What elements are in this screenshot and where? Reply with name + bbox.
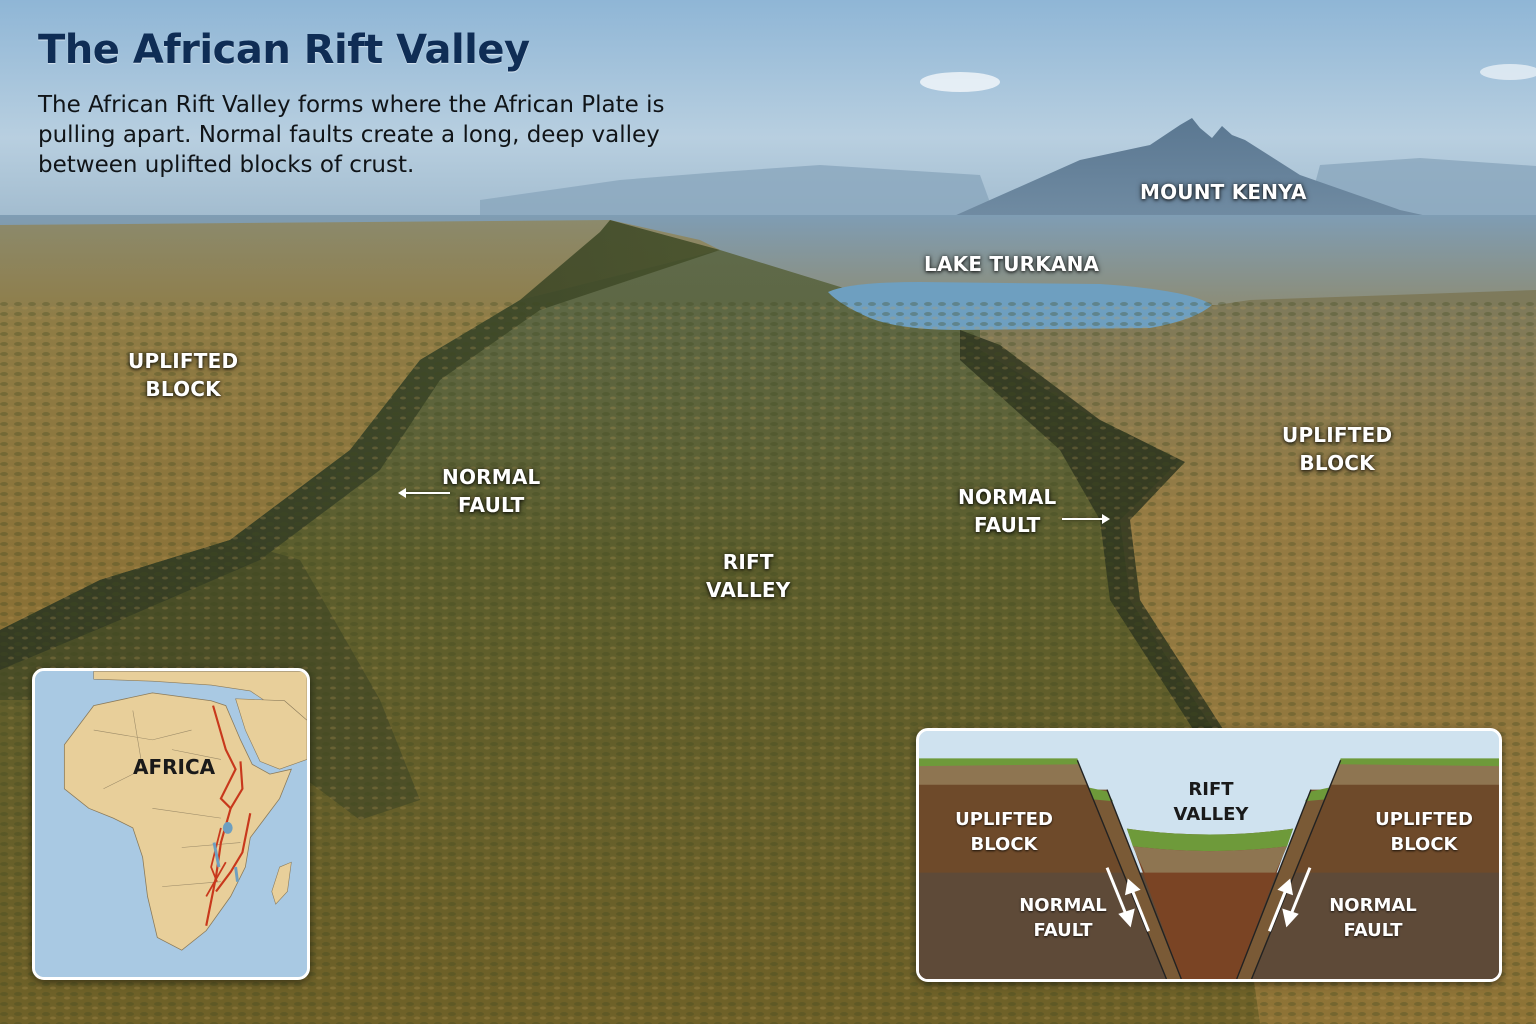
label-text: BLOCK (145, 377, 221, 401)
label-normal-fault-right: NORMAL FAULT (958, 483, 1056, 539)
section-label-uplifted-block-right: UPLIFTED BLOCK (1369, 807, 1479, 857)
label-text: RIFT (722, 550, 774, 574)
fault-motion-arrows (1105, 867, 1312, 932)
page-description: The African Rift Valley forms where the … (38, 92, 665, 178)
label-text: BLOCK (1390, 834, 1458, 855)
label-uplifted-block-right: UPLIFTED BLOCK (1282, 421, 1392, 477)
label-rift-valley: RIFT VALLEY (706, 548, 790, 604)
label-text: MOUNT KENYA (1140, 180, 1307, 204)
label-text: UPLIFTED (1282, 423, 1393, 447)
map-label-africa: AFRICA (133, 755, 216, 779)
label-text: NORMAL (442, 465, 541, 489)
label-text: UPLIFTED (128, 349, 239, 373)
label-text: RIFT (1188, 779, 1234, 800)
label-text: BLOCK (1299, 451, 1375, 475)
arrow-left-icon (398, 488, 450, 498)
section-label-uplifted-block-left: UPLIFTED BLOCK (949, 807, 1059, 857)
header: The African Rift Valley The African Rift… (38, 28, 758, 180)
label-text: LAKE TURKANA (924, 252, 1100, 276)
label-normal-fault-left: NORMAL FAULT (442, 463, 540, 519)
label-text: FAULT (457, 493, 525, 517)
label-uplifted-block-left: UPLIFTED BLOCK (128, 347, 238, 403)
label-lake-turkana: LAKE TURKANA (924, 250, 1099, 278)
africa-map-icon (35, 671, 307, 977)
label-text: NORMAL (958, 485, 1057, 509)
label-text: VALLEY (1173, 804, 1249, 825)
label-text: VALLEY (706, 578, 791, 602)
label-text: FAULT (973, 513, 1041, 537)
label-mount-kenya: MOUNT KENYA (1140, 178, 1307, 206)
section-label-normal-fault-left: NORMAL FAULT (1013, 893, 1113, 943)
label-text: FAULT (1033, 920, 1093, 941)
arrow-right-icon (1062, 514, 1110, 524)
section-label-normal-fault-right: NORMAL FAULT (1323, 893, 1423, 943)
label-text: NORMAL (1329, 895, 1417, 916)
section-label-rift-valley: RIFT VALLEY (1171, 777, 1251, 827)
label-text: NORMAL (1019, 895, 1107, 916)
label-text: UPLIFTED (955, 809, 1053, 830)
cross-section-illustration (919, 731, 1499, 979)
page-title: The African Rift Valley (38, 27, 530, 73)
label-text: FAULT (1343, 920, 1403, 941)
africa-inset-map: AFRICA (32, 668, 310, 980)
label-text: BLOCK (970, 834, 1038, 855)
rift-cross-section-diagram: RIFT VALLEY UPLIFTED BLOCK UPLIFTED BLOC… (916, 728, 1502, 982)
label-text: UPLIFTED (1375, 809, 1473, 830)
